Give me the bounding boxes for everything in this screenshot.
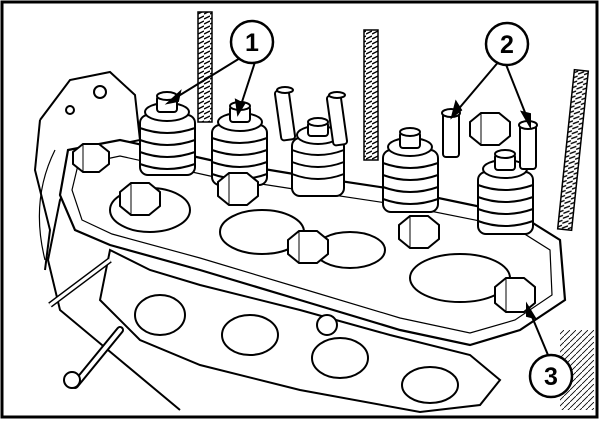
hex-bolts: [72, 112, 536, 313]
manifold-lower-body: [48, 248, 502, 414]
callout-1: 1: [229, 19, 275, 65]
threaded-studs: [197, 11, 590, 232]
callout-2-label: 2: [500, 31, 514, 59]
callout-3: 3: [528, 353, 574, 399]
callout-3-label: 3: [544, 363, 558, 391]
valve-guide-tubes: [273, 86, 538, 170]
callout-1-label: 1: [245, 29, 259, 57]
callout-2: 2: [484, 21, 530, 67]
callout-leaders: [164, 54, 549, 356]
valve-spring-stacks: [139, 91, 534, 235]
